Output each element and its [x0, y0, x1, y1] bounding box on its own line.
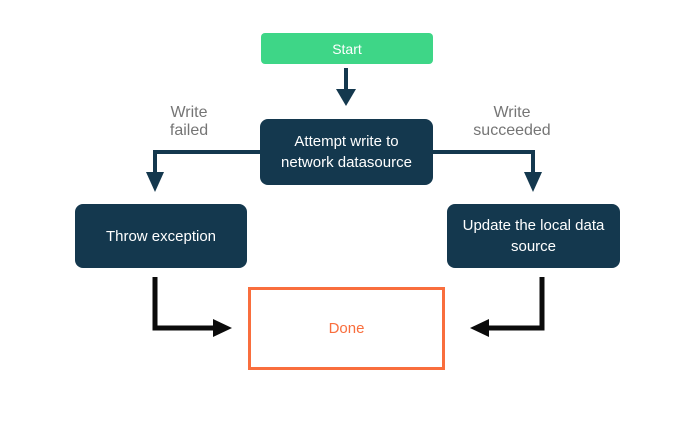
attempt-write-node: Attempt write to network datasource: [260, 119, 433, 185]
write-succeeded-edge-label: Write succeeded: [452, 104, 572, 141]
start-node: Start: [261, 33, 433, 64]
arrow-update-to-done: [470, 277, 545, 337]
write-failed-edge-label-line2: failed: [169, 122, 209, 140]
arrow-attempt-to-throw: [146, 150, 262, 192]
update-local-data-node-label-line1: Update the local data: [462, 217, 605, 234]
attempt-write-node-label-line2: network datasource: [281, 154, 412, 171]
start-node-label: Start: [332, 40, 362, 57]
throw-exception-node-label: Throw exception: [105, 227, 217, 245]
write-failed-edge-label-line1: Write: [170, 104, 208, 121]
throw-exception-node: Throw exception: [75, 204, 247, 268]
done-node: Done: [248, 287, 445, 370]
done-node-label: Done: [328, 320, 365, 337]
update-local-data-node-label-line2: source: [510, 238, 557, 255]
write-failed-edge-label: Write failed: [149, 104, 229, 141]
update-local-data-node: Update the local data source: [447, 204, 620, 268]
attempt-write-node-label-line1: Attempt write to: [294, 133, 399, 150]
write-succeeded-edge-label-line1: Write: [493, 104, 531, 121]
arrow-throw-to-done: [152, 277, 232, 337]
write-succeeded-edge-label-line2: succeeded: [473, 122, 551, 140]
arrow-start-to-attempt: [336, 68, 356, 106]
arrow-attempt-to-update: [433, 150, 542, 192]
